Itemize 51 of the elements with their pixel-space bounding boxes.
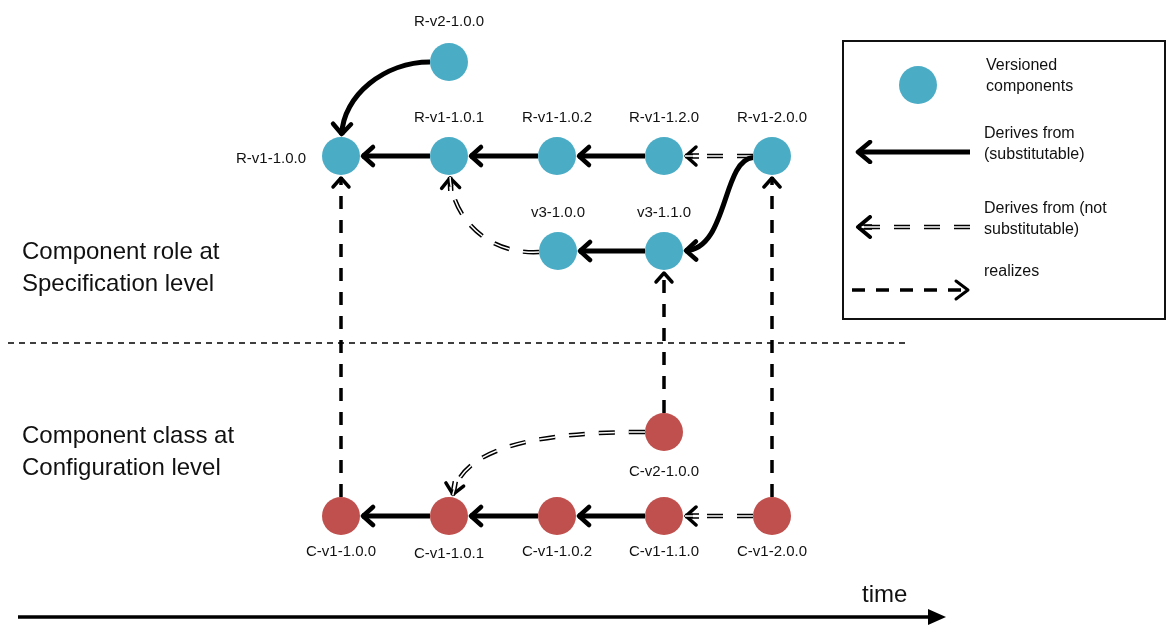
axis-label: time <box>862 579 909 609</box>
version-label: C-v1-1.0.1 <box>414 543 484 561</box>
derives-arrow <box>576 504 645 528</box>
legend-text: Derives from (substitutable) <box>984 123 1086 164</box>
component-circle <box>322 497 360 535</box>
legend-text: Versioned components <box>986 55 1075 96</box>
version-label: R-v1-1.0.1 <box>414 107 484 125</box>
level-label: Component class at Configuration level <box>22 420 236 482</box>
version-label: R-v1-1.0.2 <box>522 107 592 125</box>
double-line-arrow <box>684 505 754 527</box>
component-circle <box>753 497 791 535</box>
version-label: C-v1-1.1.0 <box>629 541 699 559</box>
version-label: R-v1-1.0.0 <box>236 148 306 166</box>
component-circle <box>645 413 683 451</box>
component-circle <box>538 137 576 175</box>
version-label: C-v1-2.0.0 <box>737 541 807 559</box>
legend-text: realizes <box>984 261 1041 281</box>
double-line-arrow <box>440 176 540 255</box>
version-label: C-v2-1.0.0 <box>629 461 699 479</box>
derives-arrow <box>360 144 430 168</box>
realizes-arrow <box>331 176 351 497</box>
derives-arrow <box>331 59 431 137</box>
derives-arrow <box>577 239 645 263</box>
component-circle <box>430 137 468 175</box>
level-label: Component role at Specification level <box>22 236 221 298</box>
derives-arrow <box>683 155 754 260</box>
version-label: R-v1-1.2.0 <box>629 107 699 125</box>
component-circle <box>430 497 468 535</box>
version-label: C-v1-1.0.2 <box>522 541 592 559</box>
component-circle <box>538 497 576 535</box>
component-circle <box>645 497 683 535</box>
component-circle <box>645 232 683 270</box>
version-label: C-v1-1.0.0 <box>306 541 376 559</box>
component-circle <box>539 232 577 270</box>
realizes-arrow <box>654 271 674 413</box>
version-label: R-v1-2.0.0 <box>737 107 807 125</box>
version-label: R-v2-1.0.0 <box>414 11 484 29</box>
legend-text: Derives from (not substitutable) <box>984 198 1108 239</box>
version-label: v3-1.0.0 <box>530 202 586 220</box>
component-circle <box>753 137 791 175</box>
derives-arrow <box>468 504 538 528</box>
derives-arrow <box>360 504 430 528</box>
derives-arrow <box>576 144 645 168</box>
component-circle <box>322 137 360 175</box>
double-line-arrow <box>445 429 646 497</box>
component-circle <box>645 137 683 175</box>
version-label: v3-1.1.0 <box>636 202 692 220</box>
derives-arrow <box>468 144 538 168</box>
double-line-arrow <box>684 145 754 167</box>
realizes-arrow <box>762 176 782 497</box>
component-circle <box>430 43 468 81</box>
